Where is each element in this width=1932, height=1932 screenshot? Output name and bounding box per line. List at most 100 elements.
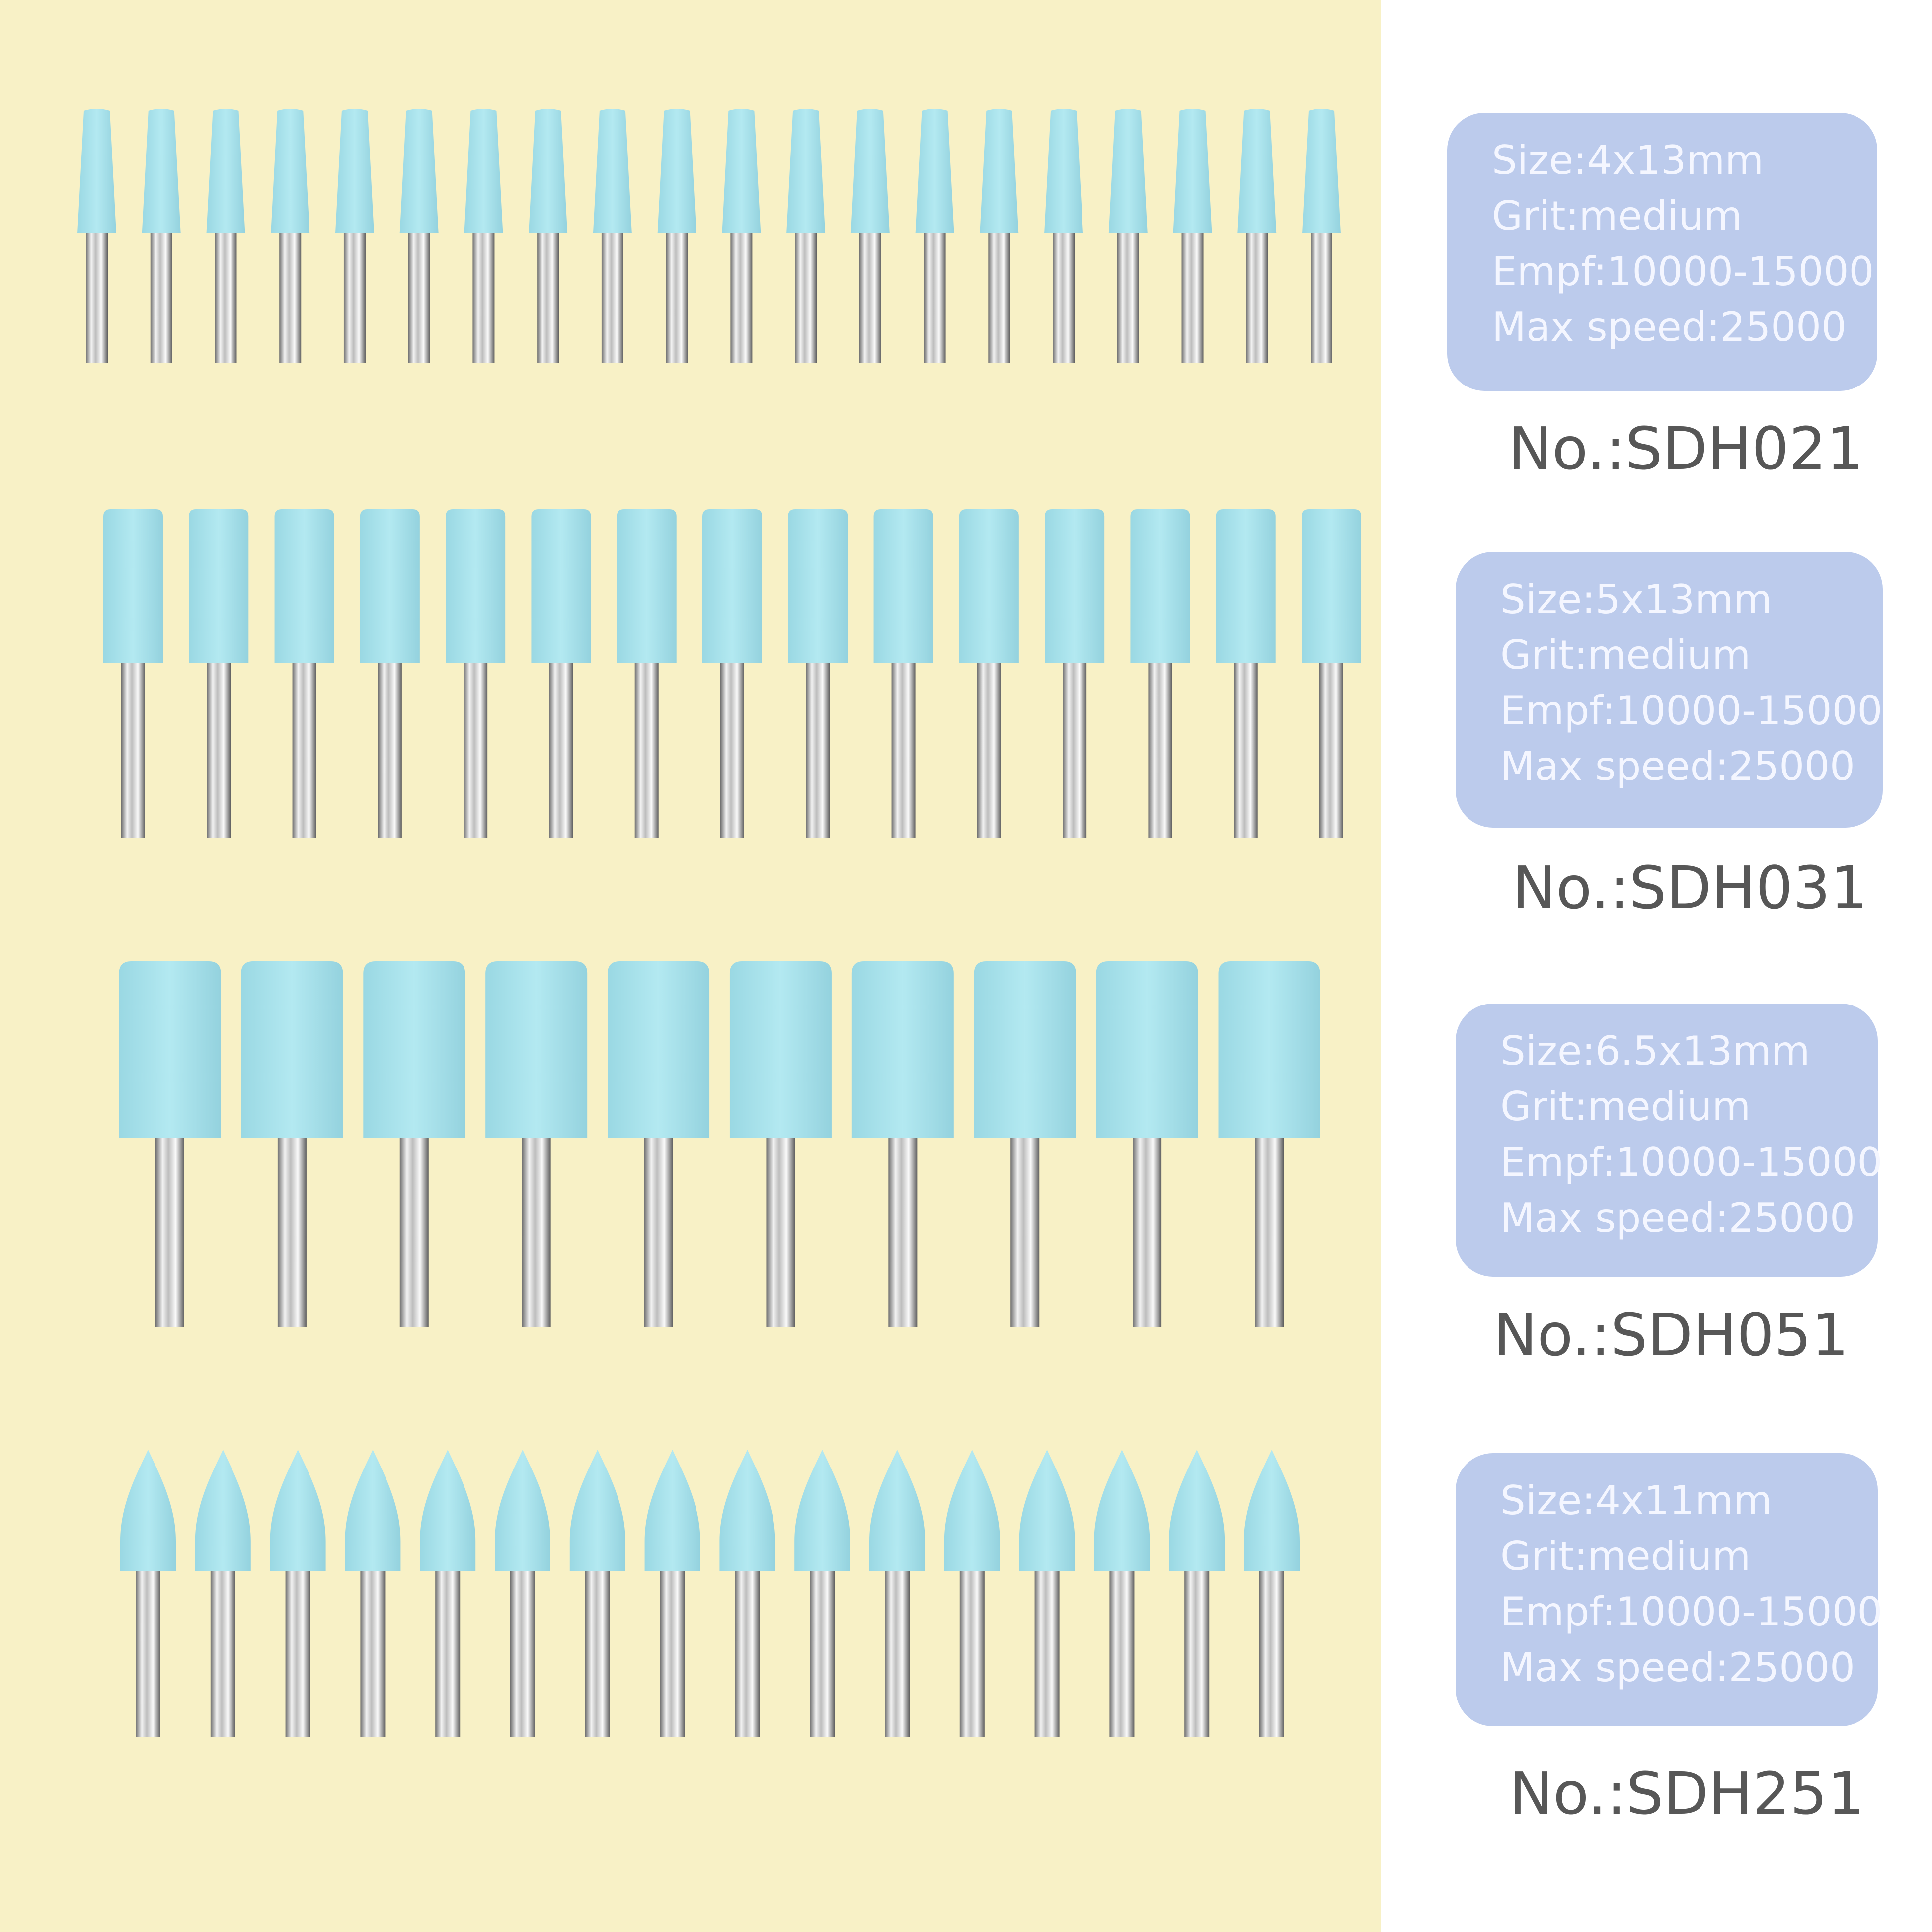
- bur-shank: [1234, 661, 1258, 838]
- bur-shank: [1181, 232, 1204, 363]
- bur-stone-head: [873, 509, 933, 663]
- bur-stone-head: [195, 1450, 251, 1571]
- bur-cylinder-12: [1045, 509, 1105, 838]
- bur-shank: [1259, 1569, 1284, 1737]
- bur-shank: [522, 1136, 551, 1327]
- bur-bullet-flame-15: [1169, 1450, 1225, 1737]
- spec-empf: Empf:10000-15000: [1500, 688, 1883, 734]
- bur-shank: [285, 1569, 310, 1737]
- bur-shank: [136, 1569, 160, 1737]
- spec-card-sdh051: Size:6.5x13mm Grit:medium Empf:10000-150…: [1456, 1004, 1882, 1277]
- bur-shank: [988, 232, 1010, 363]
- spec-size: Size:6.5x13mm: [1500, 1028, 1810, 1074]
- bur-stone-head: [1216, 509, 1276, 663]
- bur-bullet-flame-6: [495, 1450, 550, 1737]
- bur-shank: [210, 1569, 235, 1737]
- bur-bullet-flame-3: [270, 1450, 326, 1737]
- bur-tapered-cone-17: [1108, 109, 1148, 363]
- spec-grit: Grit:medium: [1500, 632, 1751, 678]
- bur-stone-head: [529, 109, 568, 233]
- bur-tapered-cone-10: [657, 109, 696, 363]
- bur-shank: [1034, 1569, 1060, 1737]
- bur-cylinder-9: [788, 509, 848, 838]
- bur-shank: [279, 232, 302, 363]
- bur-bullet-flame-4: [345, 1450, 401, 1737]
- bur-stone-head: [446, 509, 506, 663]
- bur-shank: [1148, 661, 1172, 838]
- bur-shank: [634, 661, 659, 838]
- bur-wide-cylinder-1: [119, 961, 221, 1327]
- bur-shank: [510, 1569, 535, 1737]
- bur-stone-head: [495, 1450, 550, 1571]
- bur-shank: [292, 661, 316, 838]
- spec-max-speed: Max speed:25000: [1500, 743, 1855, 789]
- bur-tapered-cone-3: [206, 109, 245, 363]
- spec-card-sdh251: Size:4x11mm Grit:medium Empf:10000-15000…: [1456, 1453, 1883, 1726]
- bur-bullet-flame-8: [644, 1450, 700, 1737]
- bur-tapered-cone-1: [77, 109, 116, 363]
- spec-max-speed: Max speed:25000: [1492, 304, 1847, 350]
- bur-wide-cylinder-3: [363, 961, 465, 1327]
- bur-tapered-cone-8: [529, 109, 568, 363]
- bur-shank: [977, 661, 1001, 838]
- spec-size: Size:5x13mm: [1500, 576, 1773, 622]
- bur-cylinder-14: [1216, 509, 1276, 838]
- bur-shank: [1117, 232, 1139, 363]
- bur-wide-cylinder-7: [851, 961, 954, 1327]
- bur-shank: [806, 661, 830, 838]
- bur-row-sdh051-graphic: [119, 961, 1320, 1327]
- bur-stone-head: [719, 1450, 775, 1571]
- bur-stone-head: [702, 509, 762, 663]
- bur-shank: [644, 1136, 673, 1327]
- model-number-sdh251: No.:SDH251: [1509, 1759, 1865, 1828]
- bur-cylinder-13: [1130, 509, 1190, 838]
- spec-empf: Empf:10000-15000: [1500, 1589, 1883, 1635]
- bur-shank: [585, 1569, 610, 1737]
- bur-stone-head: [345, 1450, 401, 1571]
- bur-shank: [399, 1136, 429, 1327]
- bur-stone-head: [189, 509, 249, 663]
- bur-tapered-cone-16: [1044, 109, 1083, 363]
- bur-stone-head: [420, 1450, 476, 1571]
- model-number-sdh051: No.:SDH051: [1493, 1301, 1849, 1369]
- bur-shank: [730, 232, 753, 363]
- bur-shank: [86, 232, 108, 363]
- bur-tapered-cone-15: [980, 109, 1019, 363]
- bur-wide-cylinder-8: [974, 961, 1076, 1327]
- bur-shank: [810, 1569, 835, 1737]
- bur-stone-head: [206, 109, 245, 233]
- bur-shank: [378, 661, 402, 838]
- bur-tapered-cone-13: [850, 109, 890, 363]
- bur-tapered-cone-19: [1237, 109, 1277, 363]
- bur-shank: [1319, 661, 1343, 838]
- bur-stone-head: [786, 109, 826, 233]
- bur-cylinder-4: [360, 509, 420, 838]
- bur-cylinder-8: [702, 509, 762, 838]
- bur-bullet-flame-7: [569, 1450, 625, 1737]
- bur-wide-cylinder-4: [485, 961, 588, 1327]
- bur-shank: [207, 661, 231, 838]
- bur-stone-head: [464, 109, 503, 233]
- bur-row-sdh021-graphic: [77, 109, 1341, 363]
- bur-stone-head: [593, 109, 632, 233]
- bur-shank: [464, 661, 488, 838]
- bur-shank: [1133, 1136, 1162, 1327]
- bur-shank: [924, 232, 946, 363]
- bur-cylinder-11: [959, 509, 1019, 838]
- bur-shank: [408, 232, 430, 363]
- bur-tapered-cone-2: [142, 109, 181, 363]
- bur-stone-head: [851, 961, 954, 1138]
- bur-cylinder-3: [274, 509, 334, 838]
- bur-shank: [1246, 232, 1268, 363]
- spec-size: Size:4x13mm: [1492, 137, 1764, 183]
- bur-stone-head: [1173, 109, 1212, 233]
- bur-tapered-cone-18: [1173, 109, 1212, 363]
- bur-stone-head: [944, 1450, 1000, 1571]
- model-number-sdh031: No.:SDH031: [1512, 853, 1868, 922]
- bur-stone-head: [142, 109, 181, 233]
- spec-grit: Grit:medium: [1500, 1083, 1751, 1130]
- bur-shank: [121, 661, 145, 838]
- spec-card-sdh031: Size:5x13mm Grit:medium Empf:10000-15000…: [1456, 552, 1883, 828]
- bur-tapered-cone-4: [271, 109, 310, 363]
- bur-shank: [343, 232, 366, 363]
